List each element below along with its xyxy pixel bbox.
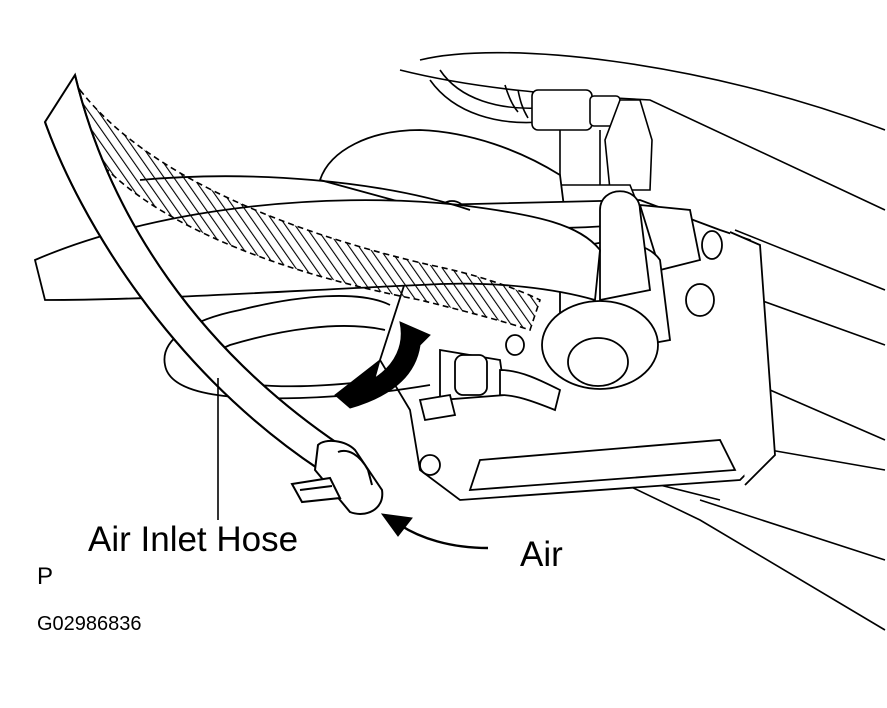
inlet-clamp [290, 439, 384, 515]
disconnect-arrow [334, 321, 431, 409]
view-letter-label: P [37, 563, 54, 590]
valve-body [318, 129, 776, 501]
valve-clamp [418, 348, 562, 422]
air-inlet-hose-label: Air Inlet Hose [88, 520, 299, 559]
air-label: Air [520, 535, 563, 574]
figure-code-label: G02986836 [37, 613, 142, 635]
air-flow-arrow [380, 513, 489, 550]
hatched-hose [79, 87, 541, 332]
background-lines [399, 51, 886, 631]
